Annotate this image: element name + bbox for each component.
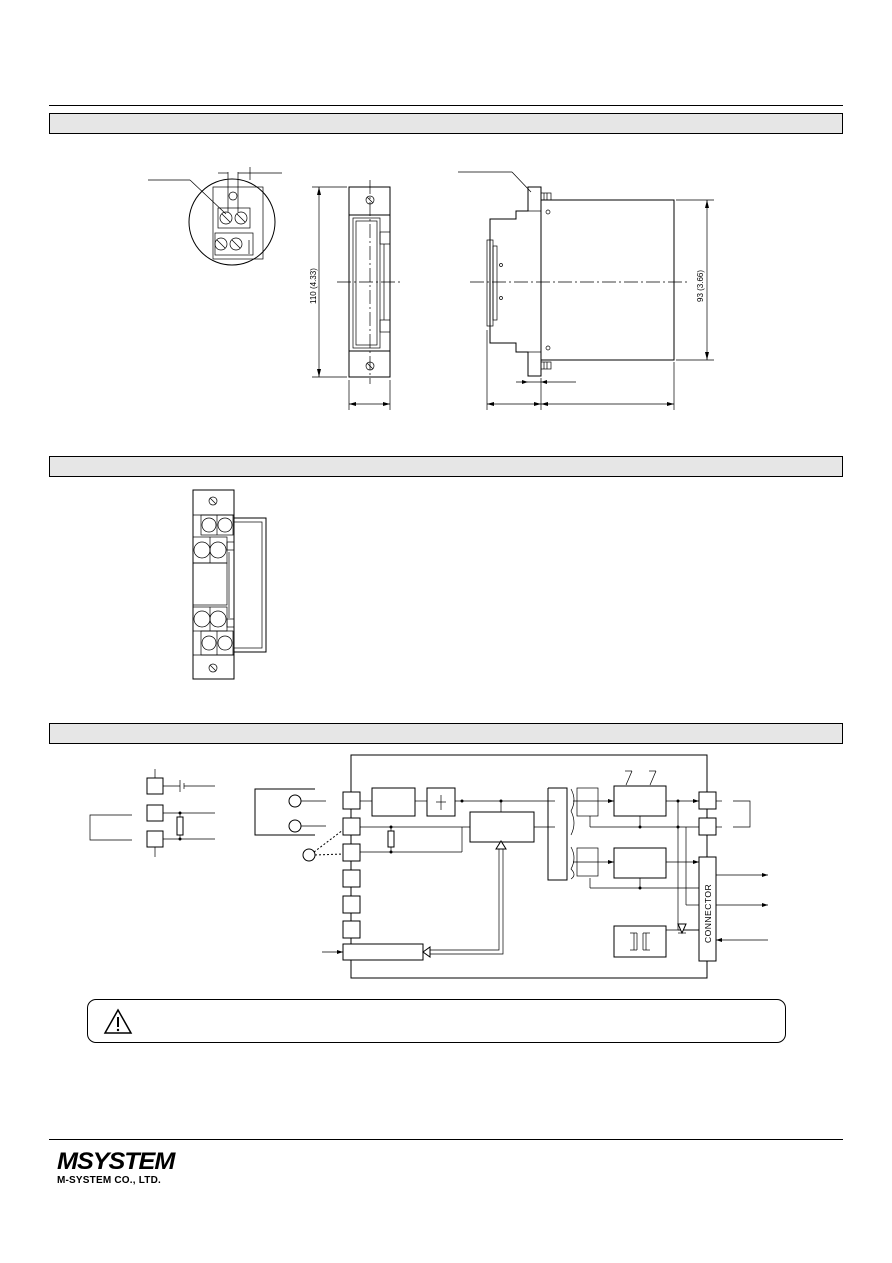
dimension-drawing: 110 (4.33) 93 (3.66) <box>148 167 714 410</box>
connector-label: CONNECTOR <box>703 884 713 943</box>
company-logo: MSYSTEM M-SYSTEM CO., LTD. <box>57 1150 175 1187</box>
section-bar-block-diagram <box>49 723 843 744</box>
side-view: 93 (3.66) <box>458 171 714 410</box>
terminal-front <box>192 489 267 680</box>
section-bar-dimensions <box>49 113 843 134</box>
terminal-detail <box>148 167 282 266</box>
logo-brand: MSYSTEM <box>57 1148 175 1175</box>
warning-triangle-icon <box>103 1008 133 1034</box>
top-rule <box>49 105 843 106</box>
warning-box <box>87 999 786 1043</box>
wiring-example <box>89 769 215 857</box>
dim-height-110: 110 (4.33) <box>309 268 318 304</box>
logo-company-name: M-SYSTEM CO., LTD. <box>57 1175 161 1186</box>
dim-height-93: 93 (3.66) <box>696 270 705 302</box>
front-view: 110 (4.33) <box>309 180 402 410</box>
section-bar-mounting <box>49 456 843 477</box>
block-diagram: CONNECTOR <box>89 754 768 979</box>
terminal-layout-drawing <box>192 489 267 680</box>
module-block: CONNECTOR <box>254 754 768 979</box>
bottom-rule <box>49 1139 843 1140</box>
